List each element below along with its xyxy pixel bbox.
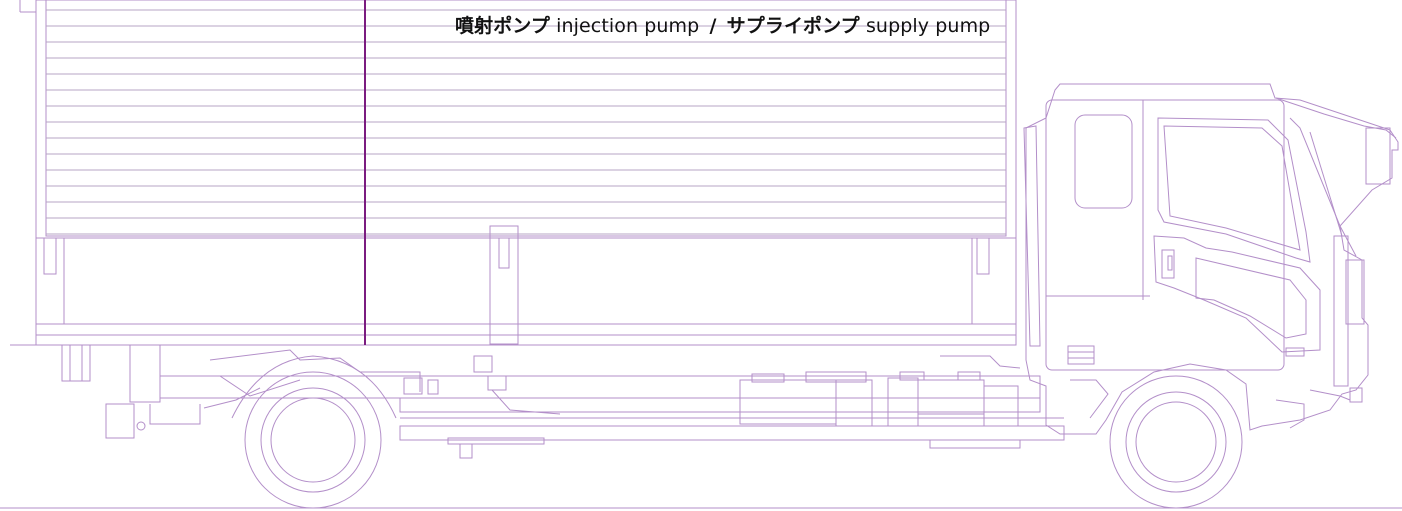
label-separator: / (709, 15, 717, 37)
box-slats (46, 9, 1006, 235)
cargo-box (10, 0, 1017, 346)
injection-pump-ja: 噴射ポンプ (455, 15, 550, 37)
rear-wheel (231, 355, 397, 509)
component-label: 噴射ポンプ injection pump / サプライポンプ supply pu… (455, 11, 990, 38)
supply-pump-ja: サプライポンプ (726, 15, 860, 37)
front-wheel (1109, 375, 1243, 509)
truck-cab (1023, 83, 1399, 435)
chassis-frame (61, 344, 1351, 459)
injection-pump-en: injection pump (556, 15, 700, 37)
supply-pump-en: supply pump (865, 15, 991, 37)
